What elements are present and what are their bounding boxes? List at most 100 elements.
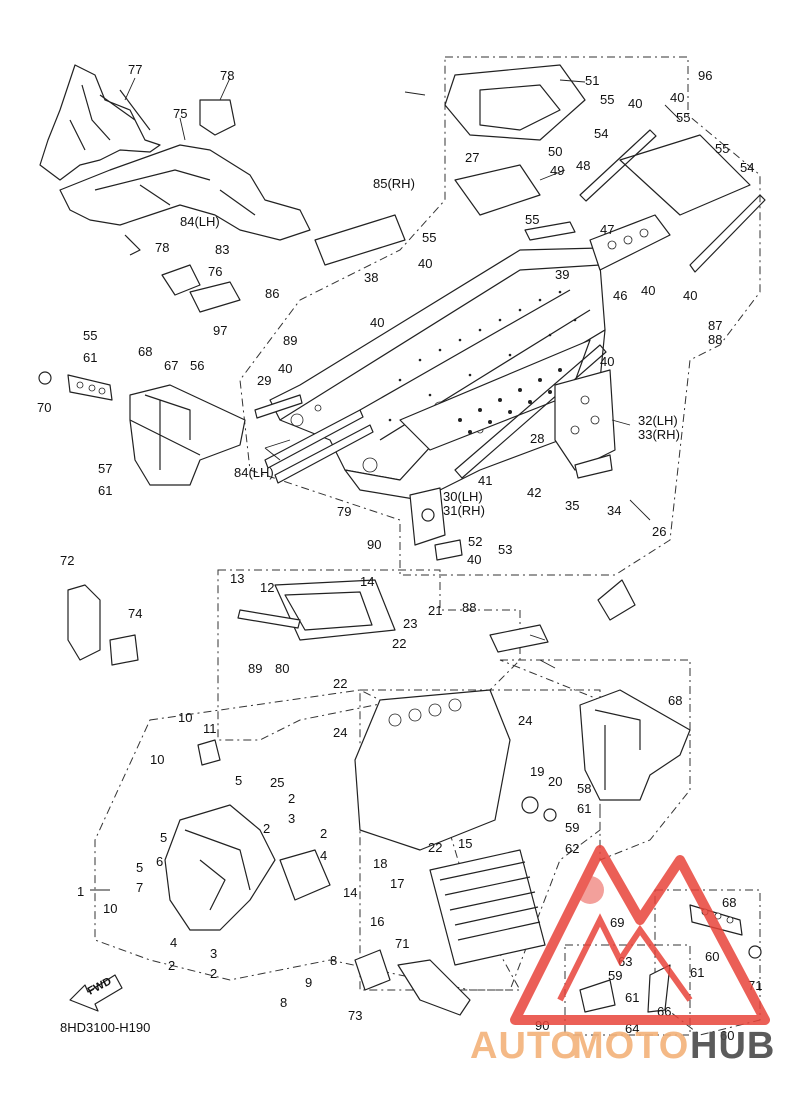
side-plate-32-33 xyxy=(554,369,616,471)
frame-1 xyxy=(164,804,276,931)
bracket-77 xyxy=(199,99,236,136)
callout-labels: 77 78 75 51 96 55 40 40 55 54 55 54 50 4… xyxy=(37,62,762,1043)
bumper-66 xyxy=(129,384,246,486)
callout-86: 88 xyxy=(462,600,476,615)
bracket-11 xyxy=(197,739,221,766)
rail-81-a xyxy=(264,409,364,469)
callout-82: 85(RH) xyxy=(373,176,415,191)
callout-55-f: 60 xyxy=(720,1028,734,1043)
callout-40-c: 40 xyxy=(641,283,655,298)
callout-2-e: 2 xyxy=(210,966,217,981)
callout-87: 89 xyxy=(283,333,297,348)
watermark-hub: HUB xyxy=(690,1025,775,1067)
callout-76: 78 xyxy=(155,240,169,255)
callout-89: 90 xyxy=(367,537,381,552)
callout-24-b: 24 xyxy=(333,725,347,740)
callout-4-a: 4 xyxy=(320,848,327,863)
callout-10-b: 10 xyxy=(150,752,164,767)
bracket-30-31 xyxy=(409,487,446,546)
callout-83: 86 xyxy=(265,286,279,301)
callout-11: 11 xyxy=(203,721,217,736)
callout-40-g: 41 xyxy=(478,473,492,488)
callout-75: 77 xyxy=(128,62,142,77)
front-frame-group xyxy=(67,579,762,1016)
rail-81-b xyxy=(274,424,374,484)
callout-65: 68 xyxy=(668,693,682,708)
callout-49: 54 xyxy=(740,160,754,175)
callout-85rh: 88 xyxy=(708,332,722,347)
frame-body xyxy=(354,689,511,851)
callout-44: 49 xyxy=(550,163,564,178)
bar-12 xyxy=(237,609,301,629)
callout-13-a: 13 xyxy=(230,571,244,586)
callout-50: 54 xyxy=(594,126,608,141)
callout-67: 69 xyxy=(610,915,624,930)
tunnel-assembly xyxy=(254,64,766,561)
callout-90-a: 96 xyxy=(698,68,712,83)
callout-61-c: 62 xyxy=(565,841,579,856)
callout-23: 23 xyxy=(403,616,417,631)
callout-81: 84(LH) xyxy=(234,465,274,480)
callout-64: 67 xyxy=(164,358,178,373)
callout-40-h: 42 xyxy=(527,485,541,500)
bearing-19 xyxy=(521,796,539,814)
callout-16: 16 xyxy=(370,914,384,929)
callout-8-a: 8 xyxy=(330,953,337,968)
callout-70: 72 xyxy=(60,553,74,568)
callout-40-a: 40 xyxy=(628,96,642,111)
pad-74 xyxy=(189,281,241,313)
callout-24-a: 24 xyxy=(518,713,532,728)
callout-41: 46 xyxy=(613,288,627,303)
clamp-71 xyxy=(354,949,391,991)
callout-45: 50 xyxy=(548,144,562,159)
callout-69: 71 xyxy=(395,936,409,951)
callout-77: 78 xyxy=(220,68,234,83)
callout-22-a: 22 xyxy=(392,636,406,651)
callout-55-a: 55 xyxy=(83,328,97,343)
rear-plate-51 xyxy=(619,134,751,216)
bracket-47 xyxy=(434,539,463,561)
callout-57: 60 xyxy=(705,949,719,964)
callout-71: 73 xyxy=(348,1008,362,1023)
callout-14: 14 xyxy=(360,574,374,589)
callout-10-c: 10 xyxy=(103,901,117,916)
callout-43: 48 xyxy=(576,158,590,173)
callout-36: 38 xyxy=(364,270,378,285)
forward-arrow: FWD xyxy=(69,974,123,1012)
callout-25: 25 xyxy=(270,775,284,790)
callout-3-a: 3 xyxy=(288,811,295,826)
callout-58: 61 xyxy=(83,350,97,365)
callout-2-b: 2 xyxy=(320,826,327,841)
watermark-auto: AUTO xyxy=(470,1025,581,1067)
callout-22-c: 22 xyxy=(428,840,442,855)
bracket-59 xyxy=(579,979,616,1013)
plate-4 xyxy=(279,849,331,901)
callout-80: 84(LH) xyxy=(180,214,220,229)
bracket-42 xyxy=(524,221,576,241)
callout-40-b: 40 xyxy=(670,90,684,105)
bumper-65 xyxy=(579,689,691,801)
callout-27: 27 xyxy=(465,150,479,165)
callout-22-b: 22 xyxy=(333,676,347,691)
callout-60: 61 xyxy=(690,965,704,980)
callout-78-b: 80 xyxy=(275,661,289,676)
callout-37: 39 xyxy=(555,267,569,282)
heat-exchanger-15 xyxy=(429,849,546,966)
callout-51: 55 xyxy=(715,141,729,156)
callout-63: 68 xyxy=(722,895,736,910)
diagram-code: 8HD3100-H190 xyxy=(60,1020,150,1035)
callout-35: 35 xyxy=(565,498,579,513)
callout-79: 83 xyxy=(215,242,229,257)
pad-92 xyxy=(489,624,549,653)
callout-4-b: 4 xyxy=(170,935,177,950)
callout-74: 76 xyxy=(208,264,222,279)
callout-40-e: 40 xyxy=(370,315,384,330)
callout-53: 55 xyxy=(600,92,614,107)
callout-40-d: 40 xyxy=(683,288,697,303)
callout-84lh: 87 xyxy=(708,318,722,333)
callout-8-b: 8 xyxy=(280,995,287,1010)
cap-68-b xyxy=(748,945,762,959)
shield-70 xyxy=(67,584,101,661)
callout-38: 40 xyxy=(418,256,432,271)
